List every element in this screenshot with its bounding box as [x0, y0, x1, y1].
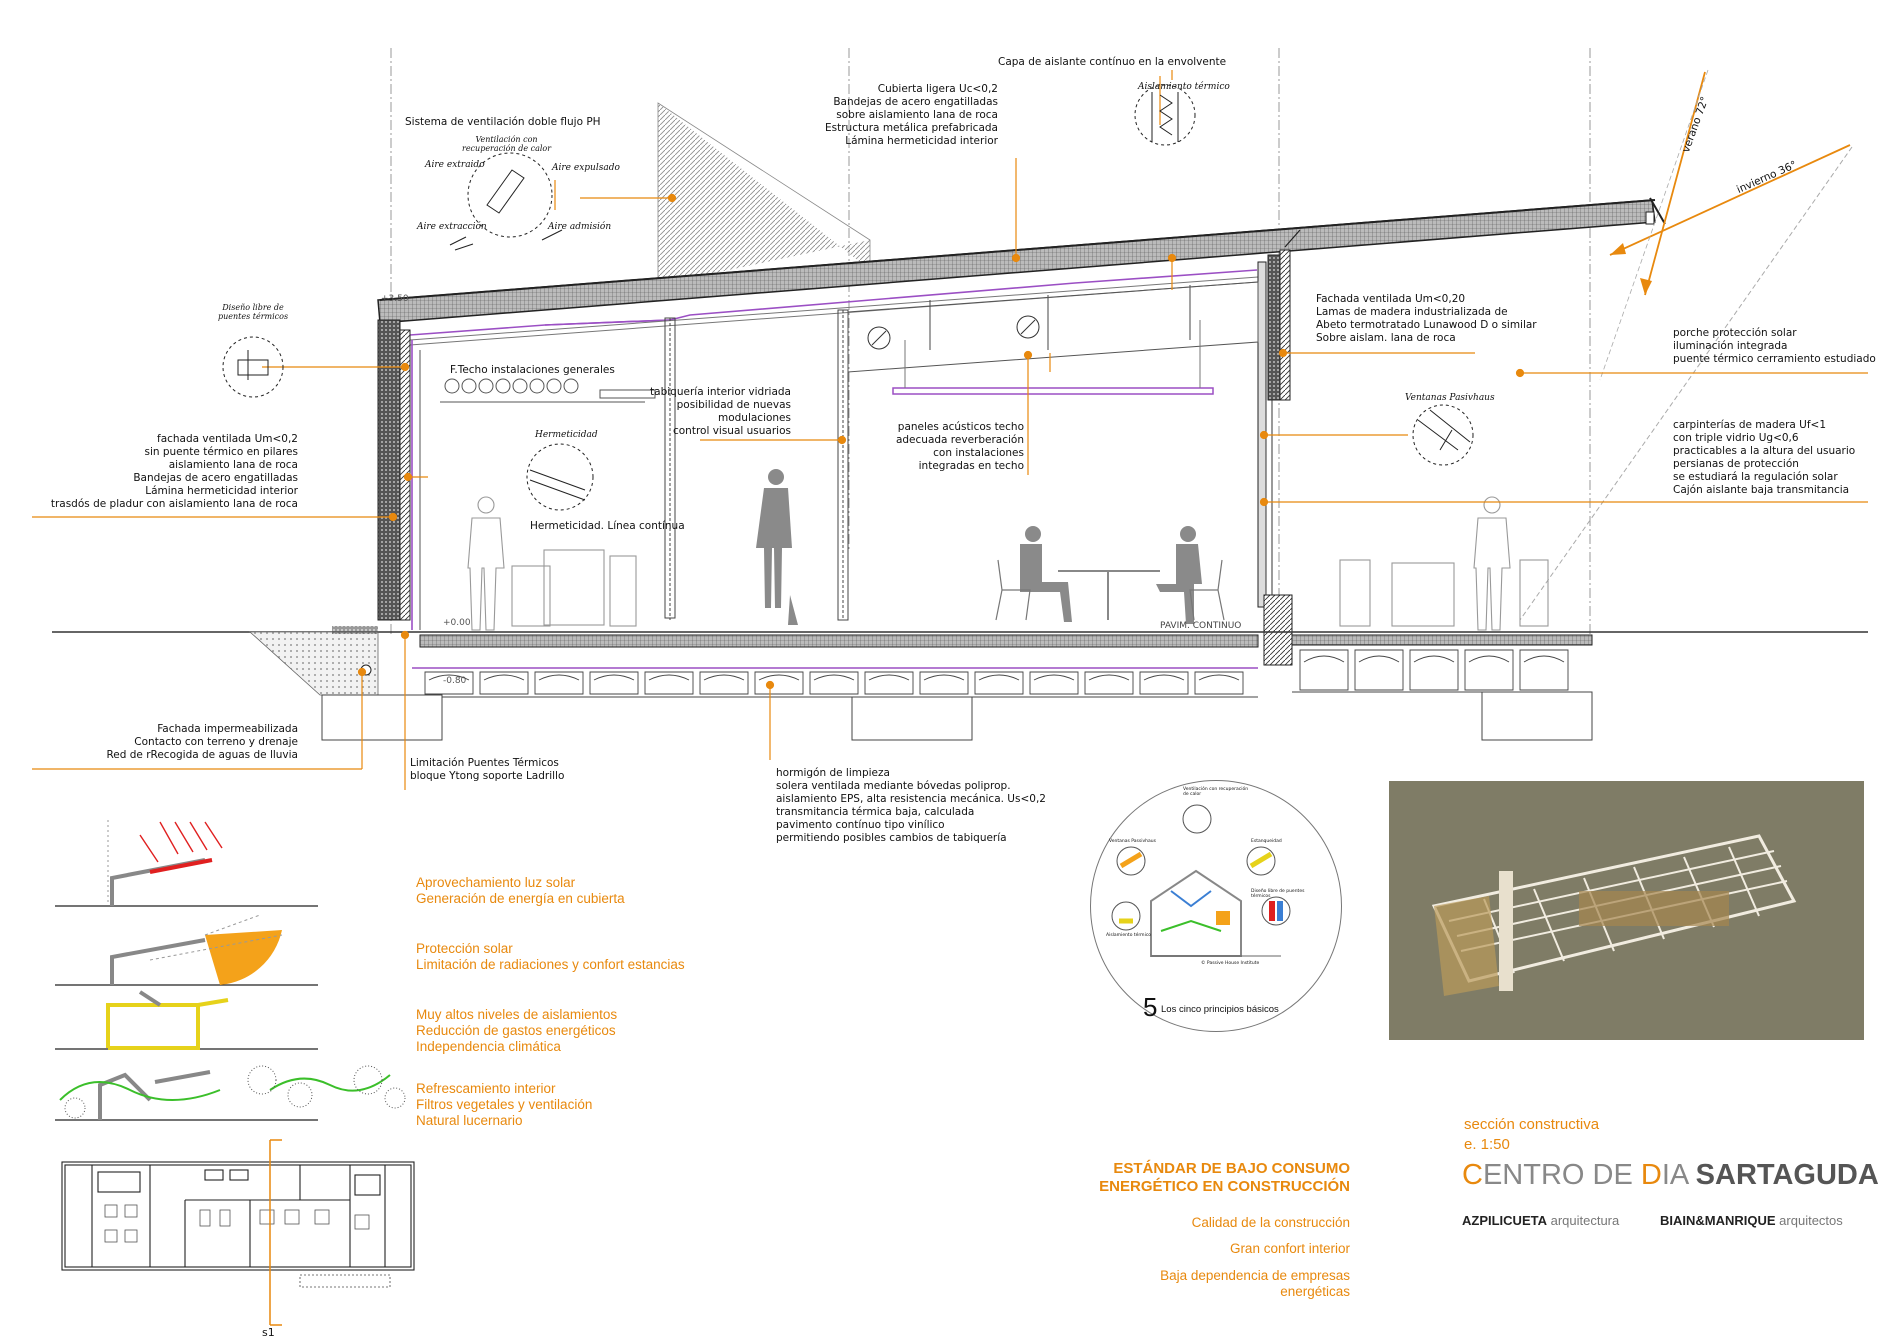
vent-sketch-title: Ventilación con recuperación de calor — [462, 135, 552, 153]
pavim-label: PAVIM. CONTINUO — [1160, 621, 1242, 631]
people-figures — [467, 469, 1549, 631]
roundel-label-airtight: Estanqueidad — [1251, 839, 1282, 844]
standard-item-comfort: Gran confort interior — [1229, 1241, 1350, 1256]
five-principles-roundel: 5 Los cinco principios básicos Ventilaci… — [1090, 780, 1342, 1032]
detail-sketches — [222, 84, 1474, 511]
roof-fin — [658, 103, 870, 285]
ventilated-vaults — [424, 649, 1569, 695]
callout-airtightness: Hermeticidad. Línea contínua — [530, 520, 685, 532]
plan-section-mark: s1 — [262, 1326, 275, 1339]
level-base: -0.80 — [443, 676, 467, 686]
strategy-text-2: Protección solar Limitación de radiacion… — [416, 941, 685, 972]
callout-waterproofing: Fachada impermeabilizada Contacto con te… — [106, 723, 298, 761]
firm-2-bold: BIAIN&MANRIQUE — [1660, 1213, 1776, 1228]
callout-windows: carpinterías de madera Uf<1 con triple v… — [1673, 419, 1856, 496]
standard-item-independence: Baja dependencia de empresas energéticas — [1160, 1268, 1350, 1299]
strategy-text-1: Aprovechamiento luz solar Generación de … — [416, 875, 625, 906]
firm-1-rest: arquitectura — [1546, 1213, 1620, 1228]
roundel-label-insulation: Aislamiento térmico — [1106, 933, 1152, 938]
project-title: CENTRO DE DIA SARTAGUDA — [1462, 1158, 1879, 1192]
floor-slab — [419, 634, 1259, 648]
title-part-2: IA — [1661, 1159, 1696, 1191]
structure-3d-render — [1389, 781, 1864, 1040]
vent-sketch-extract: Aire extraido — [425, 160, 485, 170]
level-floor: +0.00 — [443, 618, 471, 628]
vent-sketch-expel: Aire expulsado — [552, 163, 620, 173]
callout-thermal-bridges: Limitación Puentes Térmicos bloque Ytong… — [410, 757, 565, 782]
firm-1: AZPILICUETA arquitectura — [1462, 1213, 1619, 1228]
west-wall — [377, 319, 401, 621]
callout-slab: hormigón de limpieza solera ventilada me… — [776, 767, 1046, 844]
acoustic-panel — [892, 387, 1214, 395]
window-sketch-label: Ventanas Pasivhaus — [1405, 393, 1495, 403]
callout-porch: porche protección solar iluminación inte… — [1673, 327, 1876, 365]
callout-ceiling-services: F.Techo instalaciones generales — [450, 364, 615, 376]
strategy-text-4: Refrescamiento interior Filtros vegetale… — [416, 1081, 593, 1128]
ceiling-lights — [440, 378, 656, 403]
callout-west-facade: fachada ventilada Um<0,2 sin puente térm… — [50, 433, 298, 510]
callout-acoustic-panels: paneles acústicos techo adecuada reverbe… — [895, 421, 1024, 472]
label-brackets — [554, 76, 1161, 210]
insulation-sketch-label: Aislamiento térmico — [1138, 82, 1230, 92]
strategy-text-3: Muy altos niveles de aislamientos Reducc… — [416, 1007, 618, 1054]
callout-vent-system: Sistema de ventilación doble flujo PH — [405, 116, 601, 128]
callout-roof: Cubierta ligera Uc<0,2 Bandejas de acero… — [825, 83, 998, 147]
title-initial-c: C — [1462, 1159, 1483, 1191]
level-top: +3.50 — [381, 294, 409, 304]
footings — [321, 691, 1593, 741]
firm-2-rest: arquitectos — [1775, 1213, 1843, 1228]
roundel-label-ventilation: Ventilación con recuperación de calor — [1183, 787, 1249, 797]
roundel-credit: © Passive House Institute — [1201, 961, 1260, 966]
callout-east-facade: Fachada ventilada Um<0,20 Lamas de mader… — [1316, 293, 1537, 344]
vent-sketch-admission: Aire admisión — [548, 222, 612, 232]
callout-continuous-insulation: Capa de aislante contínuo en la envolven… — [998, 56, 1227, 68]
title-part-1: ENTRO DE — [1482, 1159, 1641, 1191]
sun-angles — [1519, 69, 1853, 621]
roundel-number: 5 — [1143, 992, 1158, 1022]
title-bold: SARTAGUDA — [1695, 1159, 1879, 1191]
roundel-label-windows: Ventanas Passivhaus — [1109, 839, 1156, 844]
callout-interior-partition: tabiquería interior vidriada posibilidad… — [650, 386, 791, 437]
firm-2: BIAIN&MANRIQUE arquitectos — [1660, 1213, 1843, 1228]
standard-item-quality: Calidad de la construcción — [1191, 1215, 1350, 1230]
airtight-sketch-label: Hermeticidad — [535, 430, 598, 440]
title-subtitle: sección constructiva — [1464, 1116, 1600, 1133]
thermal-bridge-sketch-label: Diseño libre de puentes térmicos — [218, 303, 289, 321]
soil — [248, 631, 379, 696]
roundel-caption: Los cinco principios básicos — [1161, 1004, 1279, 1015]
standard-heading: ESTÁNDAR DE BAJO CONSUMO ENERGÉTICO EN C… — [1099, 1160, 1350, 1195]
firm-1-bold: AZPILICUETA — [1462, 1213, 1547, 1228]
title-scale: e. 1:50 — [1464, 1136, 1510, 1153]
vent-sketch-extraction: Aire extracción — [417, 222, 487, 232]
leader-lines — [32, 70, 1868, 790]
title-initial-d: D — [1640, 1159, 1662, 1191]
roundel-label-thermal-bridges: Diseño libre de puentes térmicos — [1251, 889, 1305, 899]
